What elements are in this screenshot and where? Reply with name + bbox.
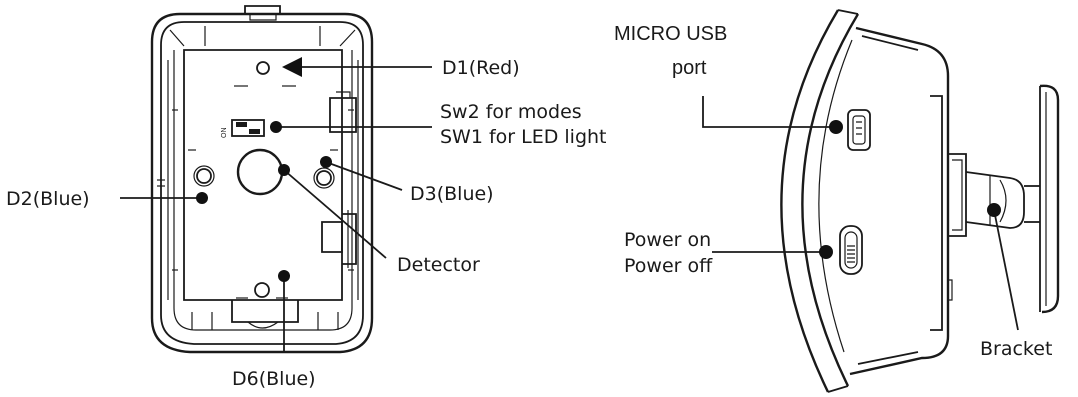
label-detector: Detector <box>397 254 480 276</box>
label-micro-usb: MICRO USB <box>614 23 727 45</box>
label-d6-blue: D6(Blue) <box>232 368 316 390</box>
front-view-labels: D1(Red) Sw2 for modes SW1 for LED light … <box>6 57 607 390</box>
label-d1-red: D1(Red) <box>442 57 520 79</box>
label-usb-port: port <box>672 57 707 79</box>
front-view-housing: ON <box>150 5 374 354</box>
label-power-off: Power off <box>624 255 713 277</box>
label-sw1-led-light: SW1 for LED light <box>440 126 607 148</box>
dip-switch-on-mark: ON <box>221 128 228 139</box>
label-bracket: Bracket <box>980 338 1052 360</box>
label-power-on: Power on <box>624 229 711 251</box>
label-d2-blue: D2(Blue) <box>6 188 90 210</box>
side-view-bracket <box>948 84 1060 314</box>
front-view-callouts <box>120 57 432 352</box>
side-view-housing <box>780 9 953 393</box>
label-d3-blue: D3(Blue) <box>410 183 494 205</box>
label-sw2-modes: Sw2 for modes <box>440 101 582 123</box>
side-view-callouts <box>702 96 1019 331</box>
side-view-labels: MICRO USB port Power on Power off Bracke… <box>614 23 1052 360</box>
